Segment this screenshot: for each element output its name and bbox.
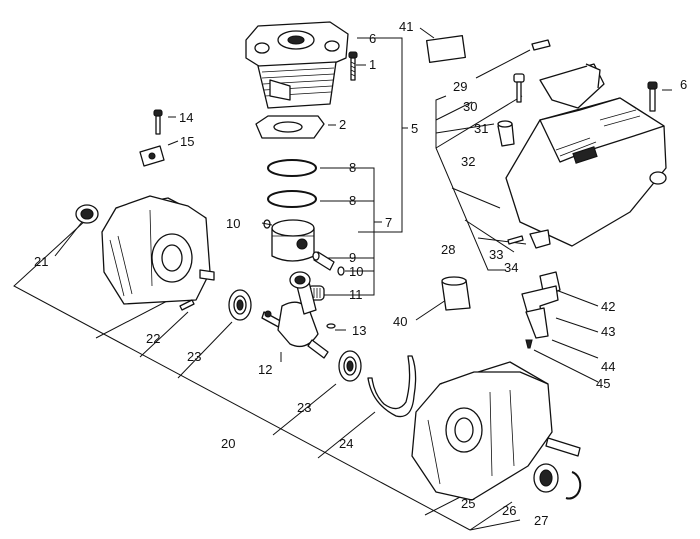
callout-41: 41 [399, 19, 413, 34]
ball-bearing [338, 350, 362, 382]
crankcase-gasket [367, 355, 417, 418]
callout-15: 15 [180, 134, 194, 149]
bracket-nut [139, 145, 165, 167]
screw [647, 81, 658, 112]
pin [531, 39, 551, 51]
callout-24: 24 [339, 436, 353, 451]
ball-bearing [228, 289, 252, 321]
grommet [441, 276, 471, 311]
pin [507, 235, 524, 245]
callout-2: 2 [339, 117, 346, 132]
callout-30: 30 [463, 99, 477, 114]
callout-33: 33 [489, 247, 503, 262]
clip [529, 229, 551, 249]
callout-12: 12 [258, 362, 272, 377]
top-cover [505, 97, 667, 247]
screw [153, 109, 163, 135]
callout-28: 28 [441, 242, 455, 257]
callout-6: 6 [369, 31, 376, 46]
callout-8: 8 [349, 193, 356, 208]
callout-20: 20 [221, 436, 235, 451]
callout-29: 29 [453, 79, 467, 94]
callout-23: 23 [187, 349, 201, 364]
label-plate [425, 34, 467, 64]
callout-8: 8 [349, 160, 356, 175]
circlip [337, 266, 345, 276]
callout-14: 14 [179, 110, 193, 125]
callout-34: 34 [504, 260, 518, 275]
callout-7: 7 [385, 215, 392, 230]
callout-6: 6 [680, 77, 687, 92]
callout-9: 9 [349, 250, 356, 265]
circlip [565, 471, 582, 500]
dowel-pin [179, 299, 195, 311]
leader-lines [13, 27, 672, 531]
screw [513, 73, 525, 103]
callout-23: 23 [297, 400, 311, 415]
bolt [348, 51, 358, 81]
pin [326, 323, 336, 329]
piston-ring [267, 159, 317, 177]
callout-11: 11 [349, 287, 363, 302]
cylinder [245, 21, 349, 109]
piston-pin [312, 251, 335, 271]
oil-seal [75, 204, 99, 224]
callout-10: 10 [226, 216, 240, 231]
crankcase-right [411, 361, 581, 501]
filter-cover [539, 63, 605, 109]
callout-25: 25 [461, 496, 475, 511]
callout-10: 10 [349, 264, 363, 279]
callout-31: 31 [474, 121, 488, 136]
cylinder-gasket [255, 115, 325, 139]
callout-13: 13 [352, 323, 366, 338]
crankcase-left [101, 195, 215, 305]
callout-45: 45 [596, 376, 610, 391]
callout-21: 21 [34, 254, 48, 269]
oil-seal [533, 463, 559, 493]
piston [271, 219, 315, 262]
knob [497, 120, 515, 147]
callout-1: 1 [369, 57, 376, 72]
callout-labels: 1 2 5 6 7 8 8 9 10 10 11 12 13 14 15 20 … [34, 19, 687, 528]
callout-32: 32 [461, 154, 475, 169]
callout-43: 43 [601, 324, 615, 339]
callout-22: 22 [146, 331, 160, 346]
callout-26: 26 [502, 503, 516, 518]
callout-42: 42 [601, 299, 615, 314]
callout-40: 40 [393, 314, 407, 329]
callout-44: 44 [601, 359, 615, 374]
spring-plate [525, 307, 549, 339]
crankshaft [261, 271, 329, 359]
piston-ring [267, 190, 317, 208]
callout-5: 5 [411, 121, 418, 136]
callout-27: 27 [534, 513, 548, 528]
circlip [263, 219, 271, 229]
set-screw [525, 339, 533, 349]
